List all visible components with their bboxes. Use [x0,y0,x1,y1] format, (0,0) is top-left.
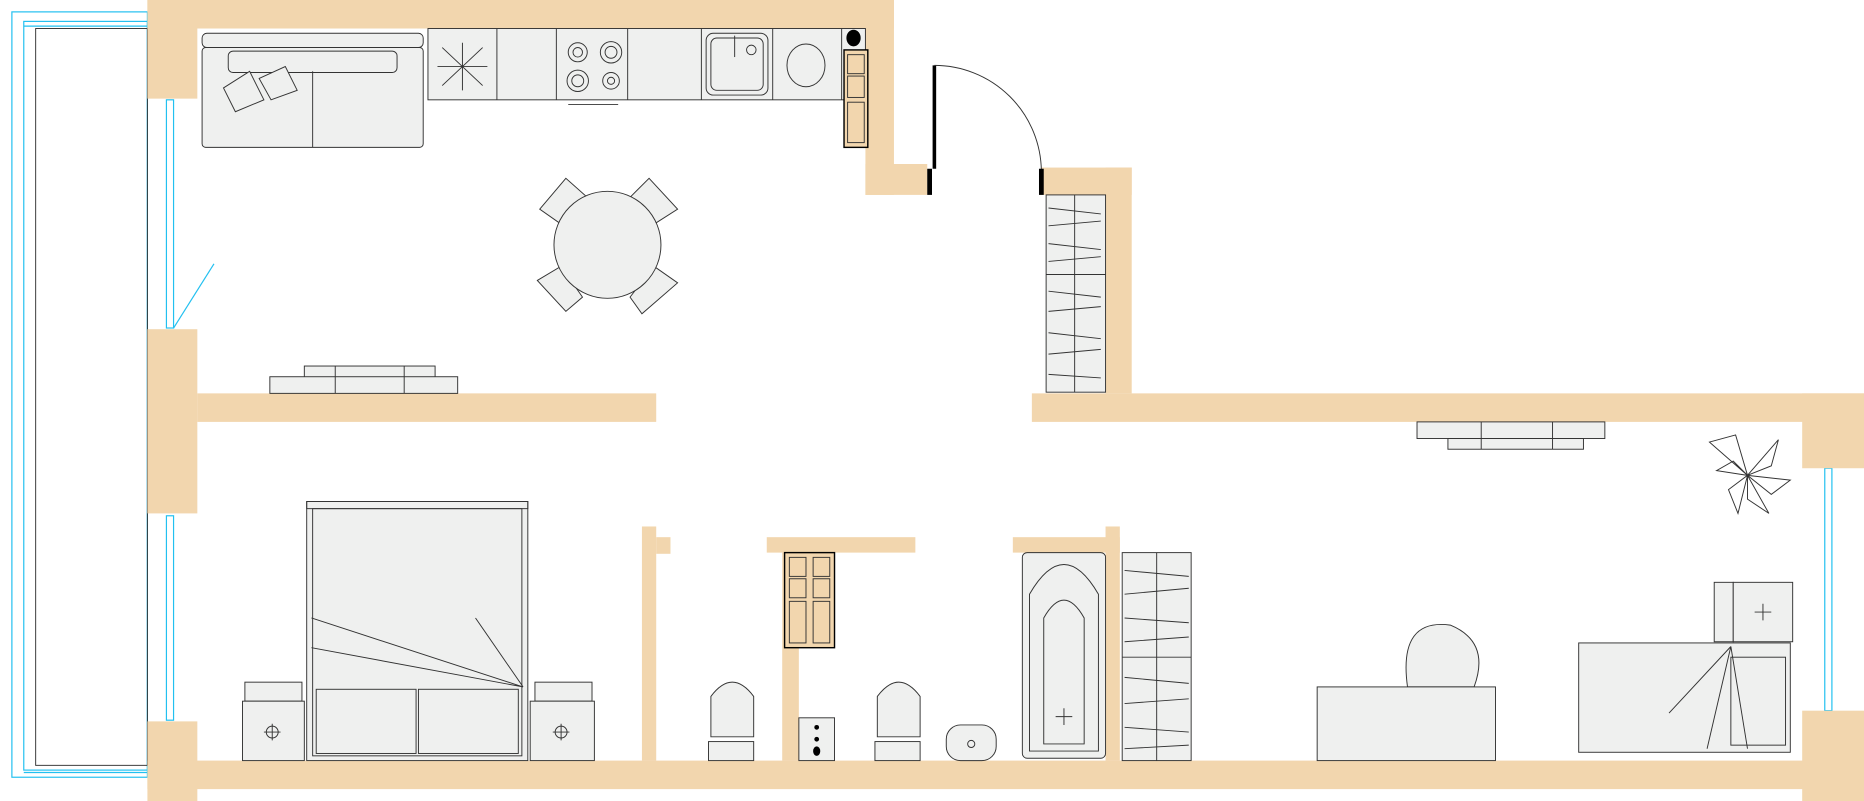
door[interactable] [927,64,1044,195]
wall-segment [1105,526,1120,761]
wall-segment [865,0,894,195]
plant [1708,434,1792,515]
stove-burners [566,41,623,106]
wall-segment [1802,393,1864,469]
wall-segment [1031,393,1864,422]
toilet-2 [874,681,921,762]
wall-segment [656,537,671,554]
kitchen-counter [427,28,869,149]
sofa [201,32,424,148]
wall-segment [197,393,657,422]
cabinet-bath [783,551,836,649]
wall-segment [766,537,916,553]
wall-segment [147,329,198,514]
nightstand-right [529,681,595,762]
nightstand-left [242,681,305,762]
wall-segment [641,526,657,761]
bathtub [1021,552,1107,759]
washing-machine [786,43,826,88]
wall-segment [1105,167,1132,394]
desk [1316,623,1496,762]
washbasin [945,724,997,762]
tv-stand-living [269,365,459,394]
bed-double [306,501,529,762]
tv-stand-bedroom [1416,421,1606,450]
wall-segment [1012,537,1120,553]
wall-segment [865,164,928,195]
wardrobe-hall [1045,194,1107,393]
bed-single [1578,642,1791,753]
toilet-1 [708,681,755,762]
wall-segment [147,760,1864,790]
dresser [1713,581,1794,643]
wardrobe-bedroom [1121,552,1192,762]
wall-segment [147,0,894,29]
dining-table [536,177,679,315]
walls [147,0,1864,801]
wall-segment [147,0,198,99]
sink [705,32,769,96]
boiler [798,717,835,762]
balcony [11,11,149,778]
